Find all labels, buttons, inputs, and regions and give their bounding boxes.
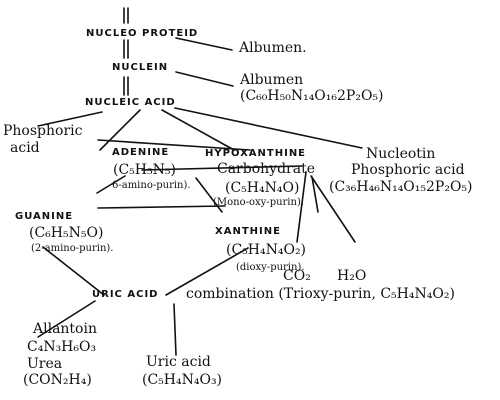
node-carbohydrate: Carbohydrate [217, 161, 315, 177]
node-hypoxanthine-formula: (C₅H₄N₄O) [225, 180, 300, 196]
connector-hypoxanthine-down [311, 176, 319, 213]
node-h2o: H₂O [337, 268, 367, 284]
node-nucleotin-formula: (C₃₆H₄₆N₁₄O₁₅2P₂O₅) [329, 179, 473, 195]
node-xanthine: XANTHINE [215, 226, 281, 237]
node-albumen-2-formula: (C₆₀H₅₀N₁₄O₁₆2P₂O₅) [240, 88, 384, 104]
connector-hypoxanthine-h2o [310, 175, 356, 243]
connector-hypoxanthine-xanthine [195, 177, 223, 213]
node-guanine-note: (2-amino-purin). [31, 243, 114, 254]
node-nucleic-acid: NUCLEIC ACID [85, 97, 176, 108]
node-nucleotin: Nucleotin [366, 146, 436, 162]
connector-nucleoproteid-albumen [175, 37, 233, 51]
node-phosphoric-acid-line2: acid [10, 140, 40, 156]
connector-nucleic-phosphoric [37, 111, 103, 127]
node-nucleotin-phosphoric: Phosphoric acid [351, 162, 465, 178]
node-hypoxanthine: HYPOXANTHINE [205, 148, 307, 159]
node-albumen-1: Albumen. [239, 40, 307, 56]
node-uric-acid-caps: URIC ACID [92, 289, 159, 300]
node-uric-acid-combination: combination (Trioxy-purin, C₅H₄N₄O₂) [186, 286, 455, 302]
node-nuclein: NUCLEIN [112, 62, 169, 73]
node-guanine: GUANINE [15, 211, 74, 222]
connector-adenine-hypoxanthine-mid [141, 165, 303, 171]
node-allantoin: Allantoin [33, 321, 97, 337]
node-albumen-2: Albumen [240, 72, 304, 88]
connector-uric-uric-acid [173, 303, 177, 356]
connector-nucleic-adenine [99, 109, 141, 151]
node-xanthine-formula: (C₅H₄N₄O₂) [226, 242, 307, 258]
node-adenine: ADENINE [112, 147, 170, 158]
node-xanthine-note: (dioxy-purin). [236, 262, 305, 273]
connector-uric-allantoin [37, 300, 96, 338]
node-uric-acid-formula: (C₅H₄N₄O₃) [142, 372, 223, 388]
node-allantoin-formula: C₄N₃H₆O₃ [27, 339, 97, 355]
node-nucleoproteid: NUCLEO PROTEID [86, 28, 199, 39]
node-adenine-note: 6-amino-purin). [112, 180, 191, 191]
node-phosphoric-acid-line1: Phosphoric [3, 123, 83, 139]
connector-nucleic-nucleotin [174, 107, 363, 149]
connector-guanine-uric [42, 246, 105, 296]
connector-guanine-xanthine [97, 205, 226, 209]
node-uric-acid: Uric acid [146, 354, 211, 370]
connector-xanthine-uric [165, 247, 249, 296]
connector-nucleic-hypoxanthine [161, 109, 235, 151]
node-urea: Urea [27, 356, 63, 372]
node-hypoxanthine-note: (Mono-oxy-purin). [213, 197, 305, 208]
node-urea-formula: (CON₂H₄) [23, 372, 92, 388]
connector-adenine-hypoxanthine-top [97, 139, 251, 151]
node-adenine-formula: (C₅H₅N₅) [113, 162, 176, 178]
connector-hypoxanthine-co2 [296, 171, 307, 243]
connector-nuclein-albumen [175, 71, 234, 87]
connector-guanine-adenine [96, 175, 126, 194]
node-co2: CO₂ [283, 268, 311, 284]
node-guanine-formula: (C₆H₅N₅O) [29, 225, 104, 241]
